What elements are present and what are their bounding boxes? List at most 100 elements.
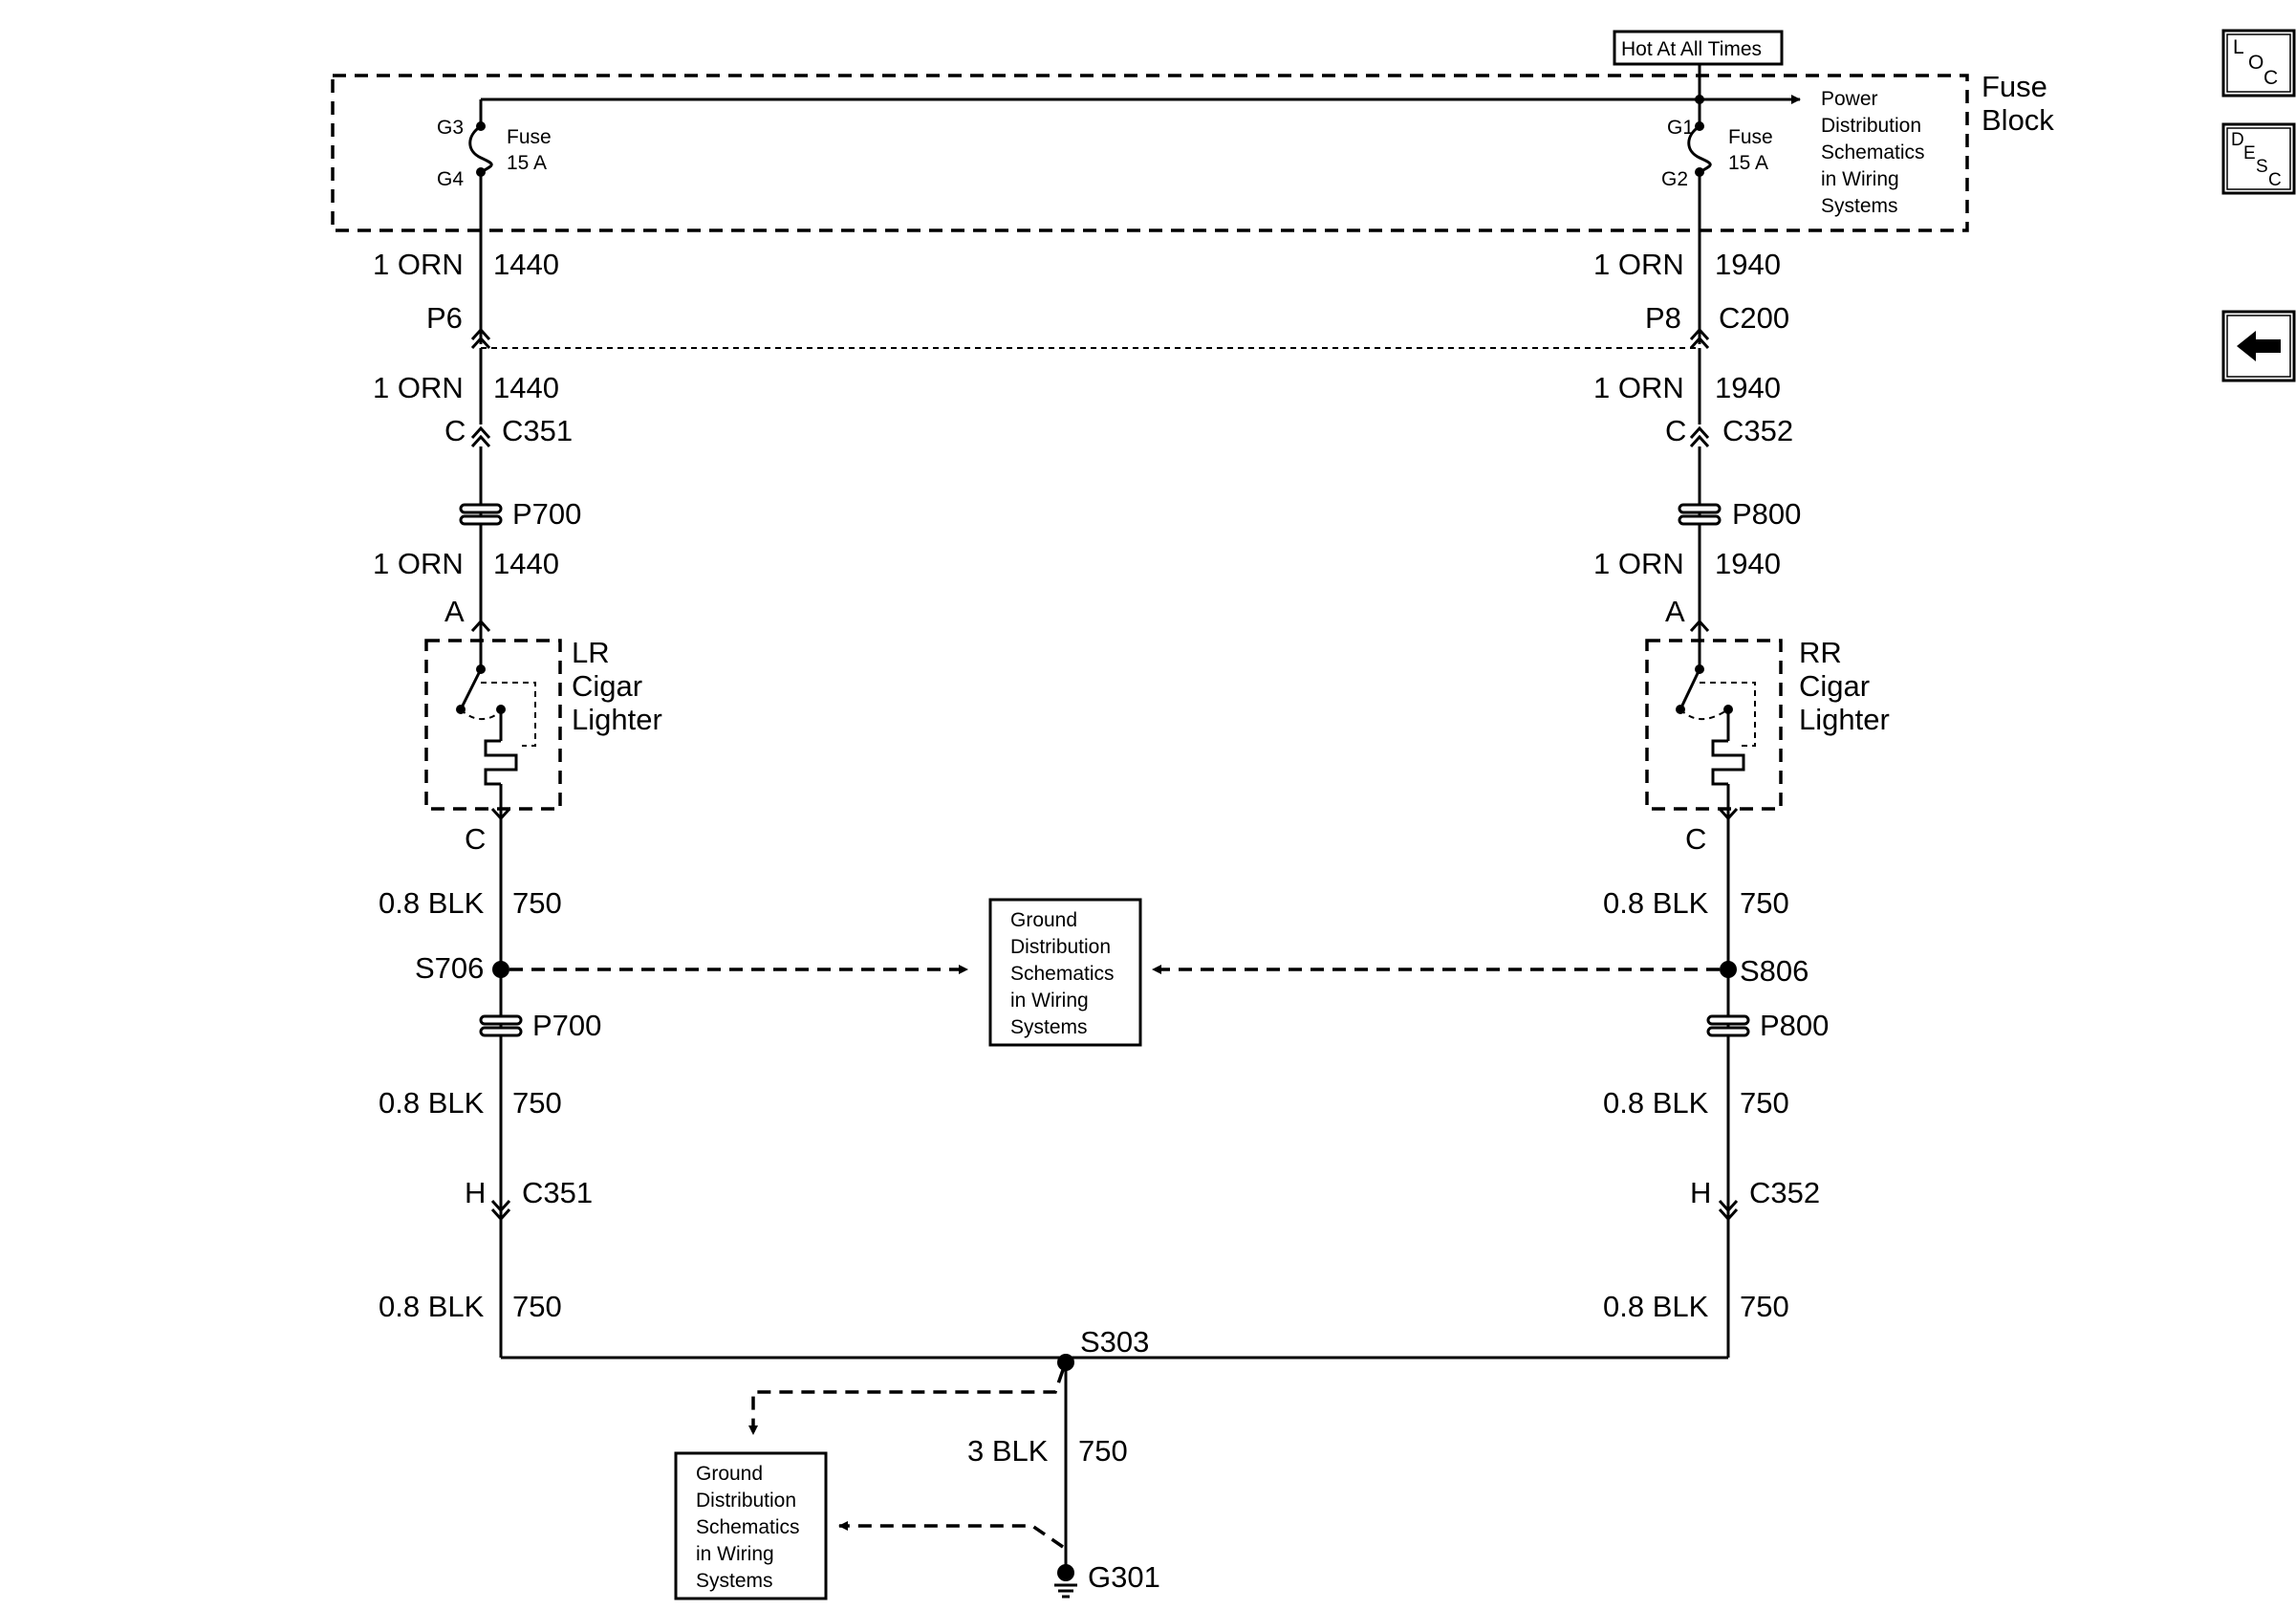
back-button[interactable] xyxy=(2221,310,2296,382)
location-button-letter-l: L xyxy=(2233,36,2244,58)
center-ground-ref-line3: Schematics xyxy=(1010,963,1115,985)
left-device-pin-top: A xyxy=(444,595,465,628)
description-button-letter-e: E xyxy=(2243,143,2256,163)
center-ground-ref-line1: Ground xyxy=(1010,909,1077,931)
left-wire3-gauge: 1 ORN xyxy=(373,547,464,580)
description-button-letter-c: C xyxy=(2268,170,2282,190)
right-fuse-symbol xyxy=(1687,95,1712,344)
right-wire5-gauge: 0.8 BLK xyxy=(1603,1086,1709,1120)
right-device-label-line2: Cigar xyxy=(1799,669,1870,703)
left-fuse-rating: 15 A xyxy=(507,152,547,174)
left-wire6-gauge: 0.8 BLK xyxy=(379,1290,485,1323)
left-pass2-symbol xyxy=(479,1014,523,1037)
right-wire1-gauge: 1 ORN xyxy=(1593,248,1684,281)
right-splice-label: S806 xyxy=(1740,954,1809,988)
location-button-letter-o: O xyxy=(2248,52,2264,74)
description-button-letter-d: D xyxy=(2231,130,2244,150)
right-conn1-pin: P8 xyxy=(1645,301,1681,335)
right-conn2-pin: C xyxy=(1665,414,1686,447)
left-wire6-circuit: 750 xyxy=(512,1290,562,1323)
power-ref-line2: Distribution xyxy=(1821,115,1921,137)
bottom-wire-gauge: 3 BLK xyxy=(967,1434,1049,1468)
center-ground-ref-line2: Distribution xyxy=(1010,936,1111,958)
right-fuse-bottom-pin: G2 xyxy=(1661,168,1688,190)
bottom-ground-ref-line2: Distribution xyxy=(696,1490,796,1512)
fuse-block-label-line1: Fuse xyxy=(1982,70,2047,103)
right-fuse-name: Fuse xyxy=(1728,126,1773,148)
left-conn2-name: C351 xyxy=(502,414,573,447)
right-conn2-name: C352 xyxy=(1722,414,1793,447)
power-ref-line4: in Wiring xyxy=(1821,168,1899,190)
right-cigar-lighter-symbol xyxy=(1645,631,1783,821)
right-wire3-circuit: 1940 xyxy=(1715,547,1781,580)
right-conn3-pin: H xyxy=(1690,1176,1711,1209)
center-ground-ref-line4: in Wiring xyxy=(1010,990,1089,1012)
left-pass1-label: P700 xyxy=(512,497,581,531)
left-device-pin-bottom: C xyxy=(465,822,486,856)
left-device-label-line3: Lighter xyxy=(572,703,662,736)
bottom-ground-ref-line1: Ground xyxy=(696,1463,763,1485)
right-pass2-label: P800 xyxy=(1760,1009,1829,1042)
power-ref-line1: Power xyxy=(1821,88,1878,110)
splice-ground-ref-arrow xyxy=(748,1369,1065,1435)
left-conn1-symbol xyxy=(470,327,491,424)
right-wire3-gauge: 1 ORN xyxy=(1593,547,1684,580)
left-fuse-top-pin: G3 xyxy=(437,117,464,139)
right-device-label-line1: RR xyxy=(1799,636,1842,669)
bottom-ground-ref-line3: Schematics xyxy=(696,1516,800,1538)
left-wire1-gauge: 1 ORN xyxy=(373,248,464,281)
bottom-ground-ref-line5: Systems xyxy=(696,1570,773,1592)
left-splice-dot xyxy=(492,961,509,978)
left-device-label-line2: Cigar xyxy=(572,669,642,703)
hot-at-all-times-label: Hot At All Times xyxy=(1621,38,1762,60)
left-conn3-symbol xyxy=(490,1199,511,1222)
right-pass1-symbol xyxy=(1678,503,1722,526)
left-wire3-circuit: 1440 xyxy=(493,547,559,580)
left-conn3-name: C351 xyxy=(522,1176,593,1209)
left-cigar-lighter-symbol xyxy=(424,631,562,821)
bottom-splice-label: S303 xyxy=(1080,1325,1149,1359)
bottom-ground-ref-line4: in Wiring xyxy=(696,1543,774,1565)
left-wire2-gauge: 1 ORN xyxy=(373,371,464,404)
description-button[interactable]: D E S C xyxy=(2221,122,2296,195)
left-wire2-circuit: 1440 xyxy=(493,371,559,404)
left-conn2-symbol xyxy=(470,425,491,631)
bottom-ground-ref-box xyxy=(674,1451,828,1600)
left-conn1-pin: P6 xyxy=(426,301,463,335)
bottom-wire-circuit: 750 xyxy=(1078,1434,1128,1468)
left-conn3-pin: H xyxy=(465,1176,486,1209)
right-conn2-symbol xyxy=(1689,425,1710,631)
left-wire5-gauge: 0.8 BLK xyxy=(379,1086,485,1120)
center-ground-ref-line5: Systems xyxy=(1010,1016,1088,1038)
left-conn2-pin: C xyxy=(444,414,466,447)
center-ground-ref-box xyxy=(988,898,1142,1047)
right-wire5-circuit: 750 xyxy=(1740,1086,1789,1120)
right-fuse-top-pin: G1 xyxy=(1667,117,1694,139)
power-ref-line3: Schematics xyxy=(1821,141,1925,163)
right-wire2-circuit: 1940 xyxy=(1715,371,1781,404)
left-arrow-icon xyxy=(2237,331,2281,361)
right-device-label-line3: Lighter xyxy=(1799,703,1890,736)
right-conn3-symbol xyxy=(1718,1199,1739,1222)
right-conn1-symbol xyxy=(1689,327,1710,424)
right-wire1-circuit: 1940 xyxy=(1715,248,1781,281)
fuse-block-label-line2: Block xyxy=(1982,103,2054,137)
right-splice-dot xyxy=(1720,961,1737,978)
left-pass2-label: P700 xyxy=(532,1009,601,1042)
left-fuse-symbol xyxy=(468,99,493,344)
left-device-pin-top-symbol xyxy=(470,619,491,633)
fuse-block-outline xyxy=(331,74,1969,232)
right-wire2-gauge: 1 ORN xyxy=(1593,371,1684,404)
power-ref-line5: Systems xyxy=(1821,195,1898,217)
left-device-label-line1: LR xyxy=(572,636,610,669)
location-button[interactable]: L O C xyxy=(2221,29,2296,98)
right-device-pin-top-symbol xyxy=(1689,619,1710,633)
left-fuse-bottom-pin: G4 xyxy=(437,168,464,190)
left-wire4-gauge: 0.8 BLK xyxy=(379,886,485,920)
left-pass1-symbol xyxy=(459,503,503,526)
right-device-pin-top: A xyxy=(1665,595,1685,628)
right-wire6-circuit: 750 xyxy=(1740,1290,1789,1323)
left-wire1-circuit: 1440 xyxy=(493,248,559,281)
location-button-letter-c: C xyxy=(2264,67,2278,89)
